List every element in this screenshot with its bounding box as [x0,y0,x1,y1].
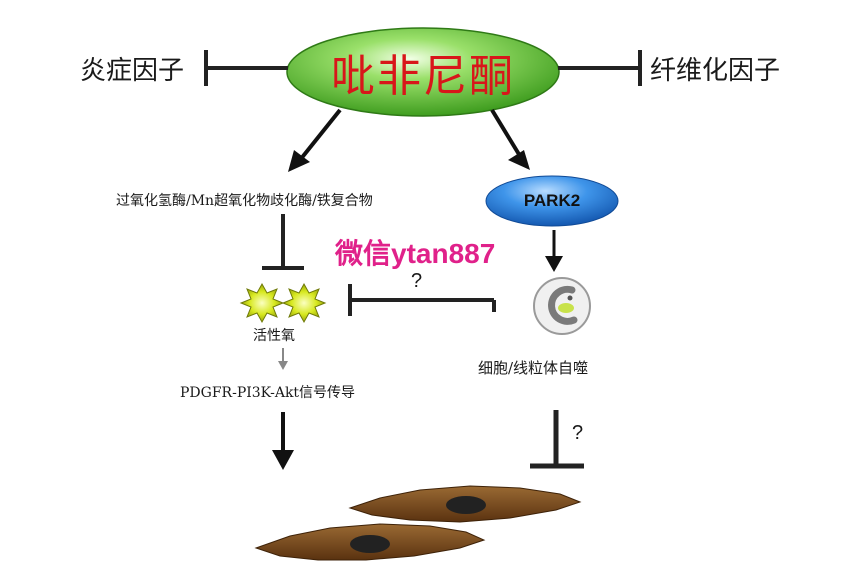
inhibit-left-line [204,50,288,86]
question-mark: ? [572,422,584,444]
inflammatory-factors-label: 炎症因子 [80,56,185,86]
arrow-to-enzyme [288,108,342,172]
fibroblast-cell [254,523,486,561]
ros-star-icon [239,282,285,324]
arrow-to-park2 [490,108,530,170]
autophagosome-icon [533,277,591,335]
enzyme-complex-label: 过氧化氢酶/Mn超氧化物歧化酶/铁复合物 [116,193,373,209]
ros-star-icon [281,282,327,324]
fibrotic-factors-label: 纤维化因子 [650,56,781,86]
signaling-label: PDGFR-PI3K-Akt信号传导 [180,385,356,401]
inhibit-right-line [558,50,642,86]
arrow-signal-cells [272,412,294,470]
watermark-text: 微信ytan887 [335,238,496,269]
arrow-park2-autophagy [545,230,563,272]
pirfenidone-label: 吡非尼酮 [331,51,515,102]
inhibit-ros-line [262,214,304,270]
park2-ellipse [485,175,619,227]
ros-label: 活性氧 [253,328,295,344]
inhibit-autophagy-cells [530,410,584,469]
park2-label: PARK2 [523,191,581,210]
autophagy-label: 细胞/线粒体自噬 [478,359,589,377]
arrow-ros-signal [278,348,288,370]
fibroblast-cell [348,485,582,523]
inhibit-autophagy-ros [348,284,496,316]
pirfenidone-ellipse [286,27,560,117]
question-mark: ? [411,270,423,292]
